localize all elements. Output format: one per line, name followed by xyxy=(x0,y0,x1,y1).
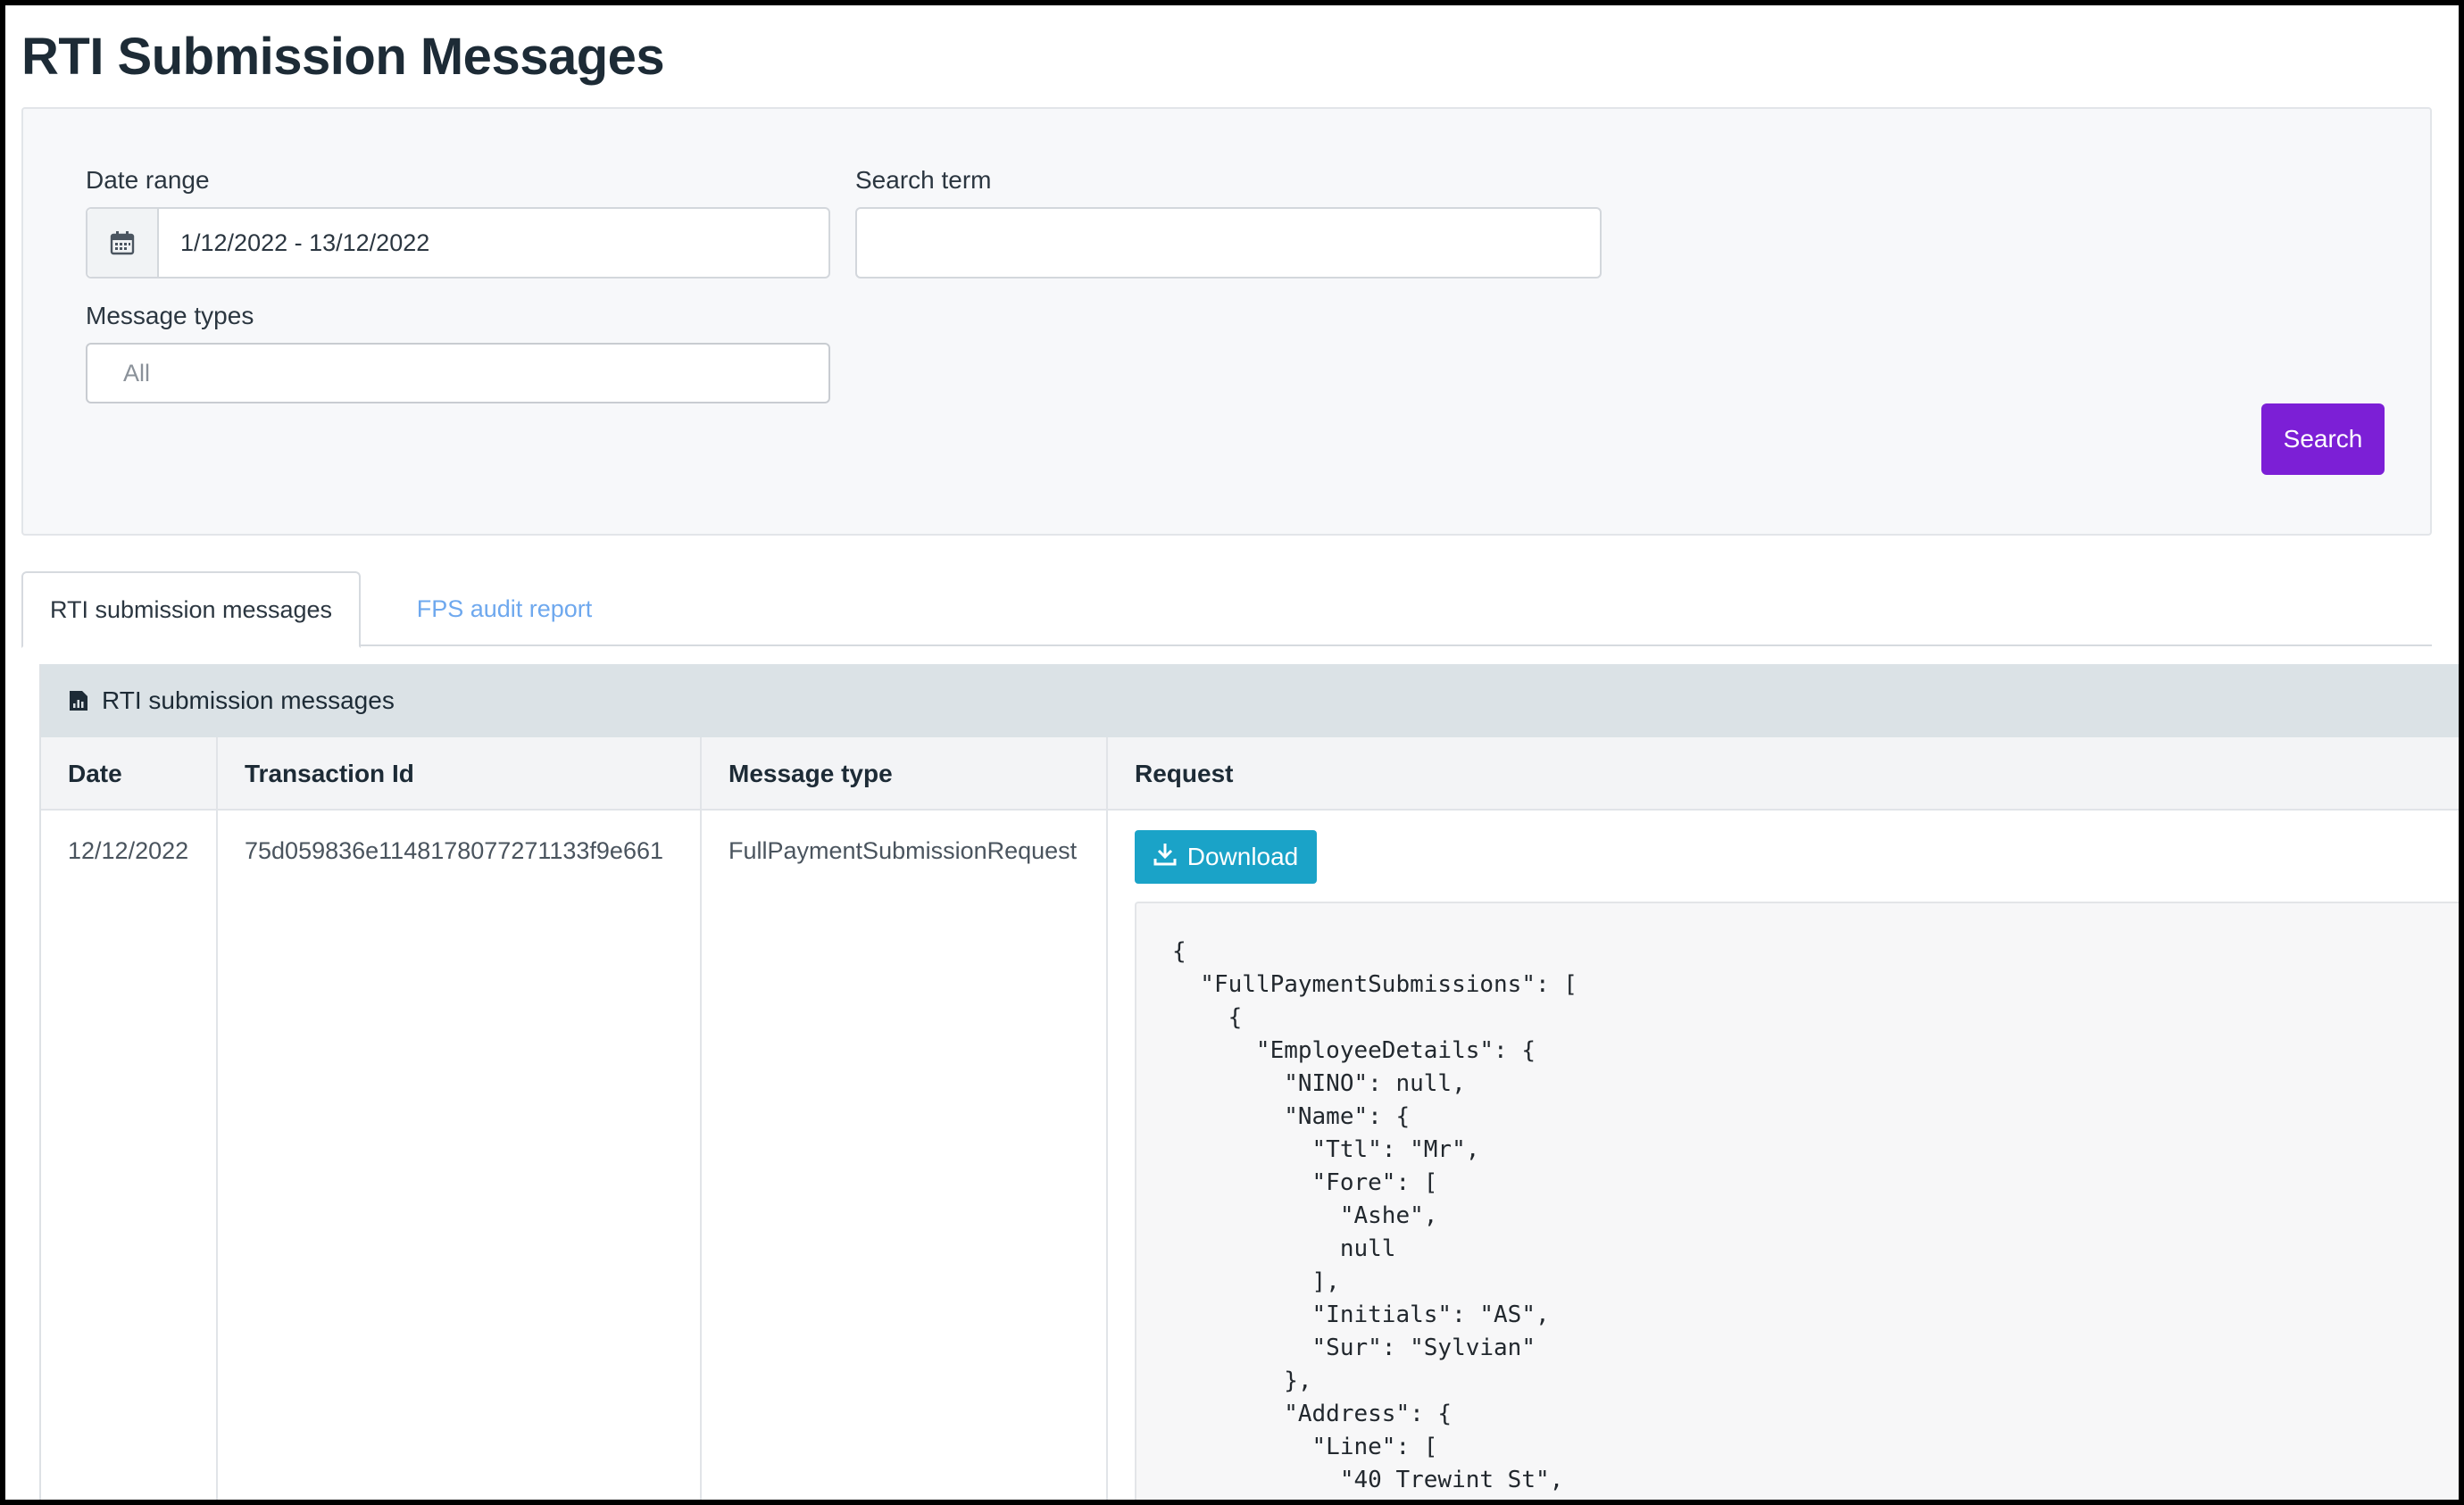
column-divider xyxy=(700,737,702,1505)
date-range-field[interactable]: 1/12/2022 - 13/12/2022 xyxy=(86,207,830,279)
request-json-block: { "FullPaymentSubmissions": [ { "Employe… xyxy=(1135,902,2464,1505)
report-icon xyxy=(68,689,89,712)
column-header-message-type[interactable]: Message type xyxy=(728,737,893,811)
cell-message-type: FullPaymentSubmissionRequest xyxy=(728,837,1077,865)
cell-transaction-id: 75d059836e1148178077271133f9e661 xyxy=(245,837,663,865)
message-types-label: Message types xyxy=(86,302,254,330)
calendar-icon[interactable] xyxy=(87,209,159,277)
tab-bar: RTI submission messages FPS audit report xyxy=(21,571,2432,646)
download-button[interactable]: Download xyxy=(1135,830,1317,884)
rti-messages-card: RTI submission messages Date Transaction… xyxy=(39,664,2464,1505)
download-label: Download xyxy=(1187,843,1299,871)
search-button[interactable]: Search xyxy=(2261,403,2385,475)
search-term-input[interactable] xyxy=(855,207,1602,279)
filter-panel: Date range 1/12/2022 - 13/12/2022 Search… xyxy=(21,107,2432,536)
download-icon xyxy=(1153,842,1177,873)
cell-date: 12/12/2022 xyxy=(68,837,188,865)
message-types-value: All xyxy=(123,360,150,387)
page-title: RTI Submission Messages xyxy=(21,27,664,87)
column-header-transaction-id[interactable]: Transaction Id xyxy=(245,737,414,811)
search-term-label: Search term xyxy=(855,166,992,195)
table-header: Date Transaction Id Message type Request xyxy=(41,737,2464,811)
request-json-text: { "FullPaymentSubmissions": [ { "Employe… xyxy=(1172,935,1577,1497)
date-range-value[interactable]: 1/12/2022 - 13/12/2022 xyxy=(159,209,828,277)
tab-fps-audit-report[interactable]: FPS audit report xyxy=(375,571,634,646)
column-header-request[interactable]: Request xyxy=(1135,737,1233,811)
date-range-label: Date range xyxy=(86,166,210,195)
card-title: RTI submission messages xyxy=(102,686,395,715)
column-divider xyxy=(216,737,218,1505)
tab-rti-submission-messages[interactable]: RTI submission messages xyxy=(21,571,361,648)
column-divider xyxy=(1106,737,1108,1505)
column-header-date[interactable]: Date xyxy=(68,737,122,811)
card-header: RTI submission messages xyxy=(41,664,2464,737)
message-types-select[interactable]: All xyxy=(86,343,830,403)
